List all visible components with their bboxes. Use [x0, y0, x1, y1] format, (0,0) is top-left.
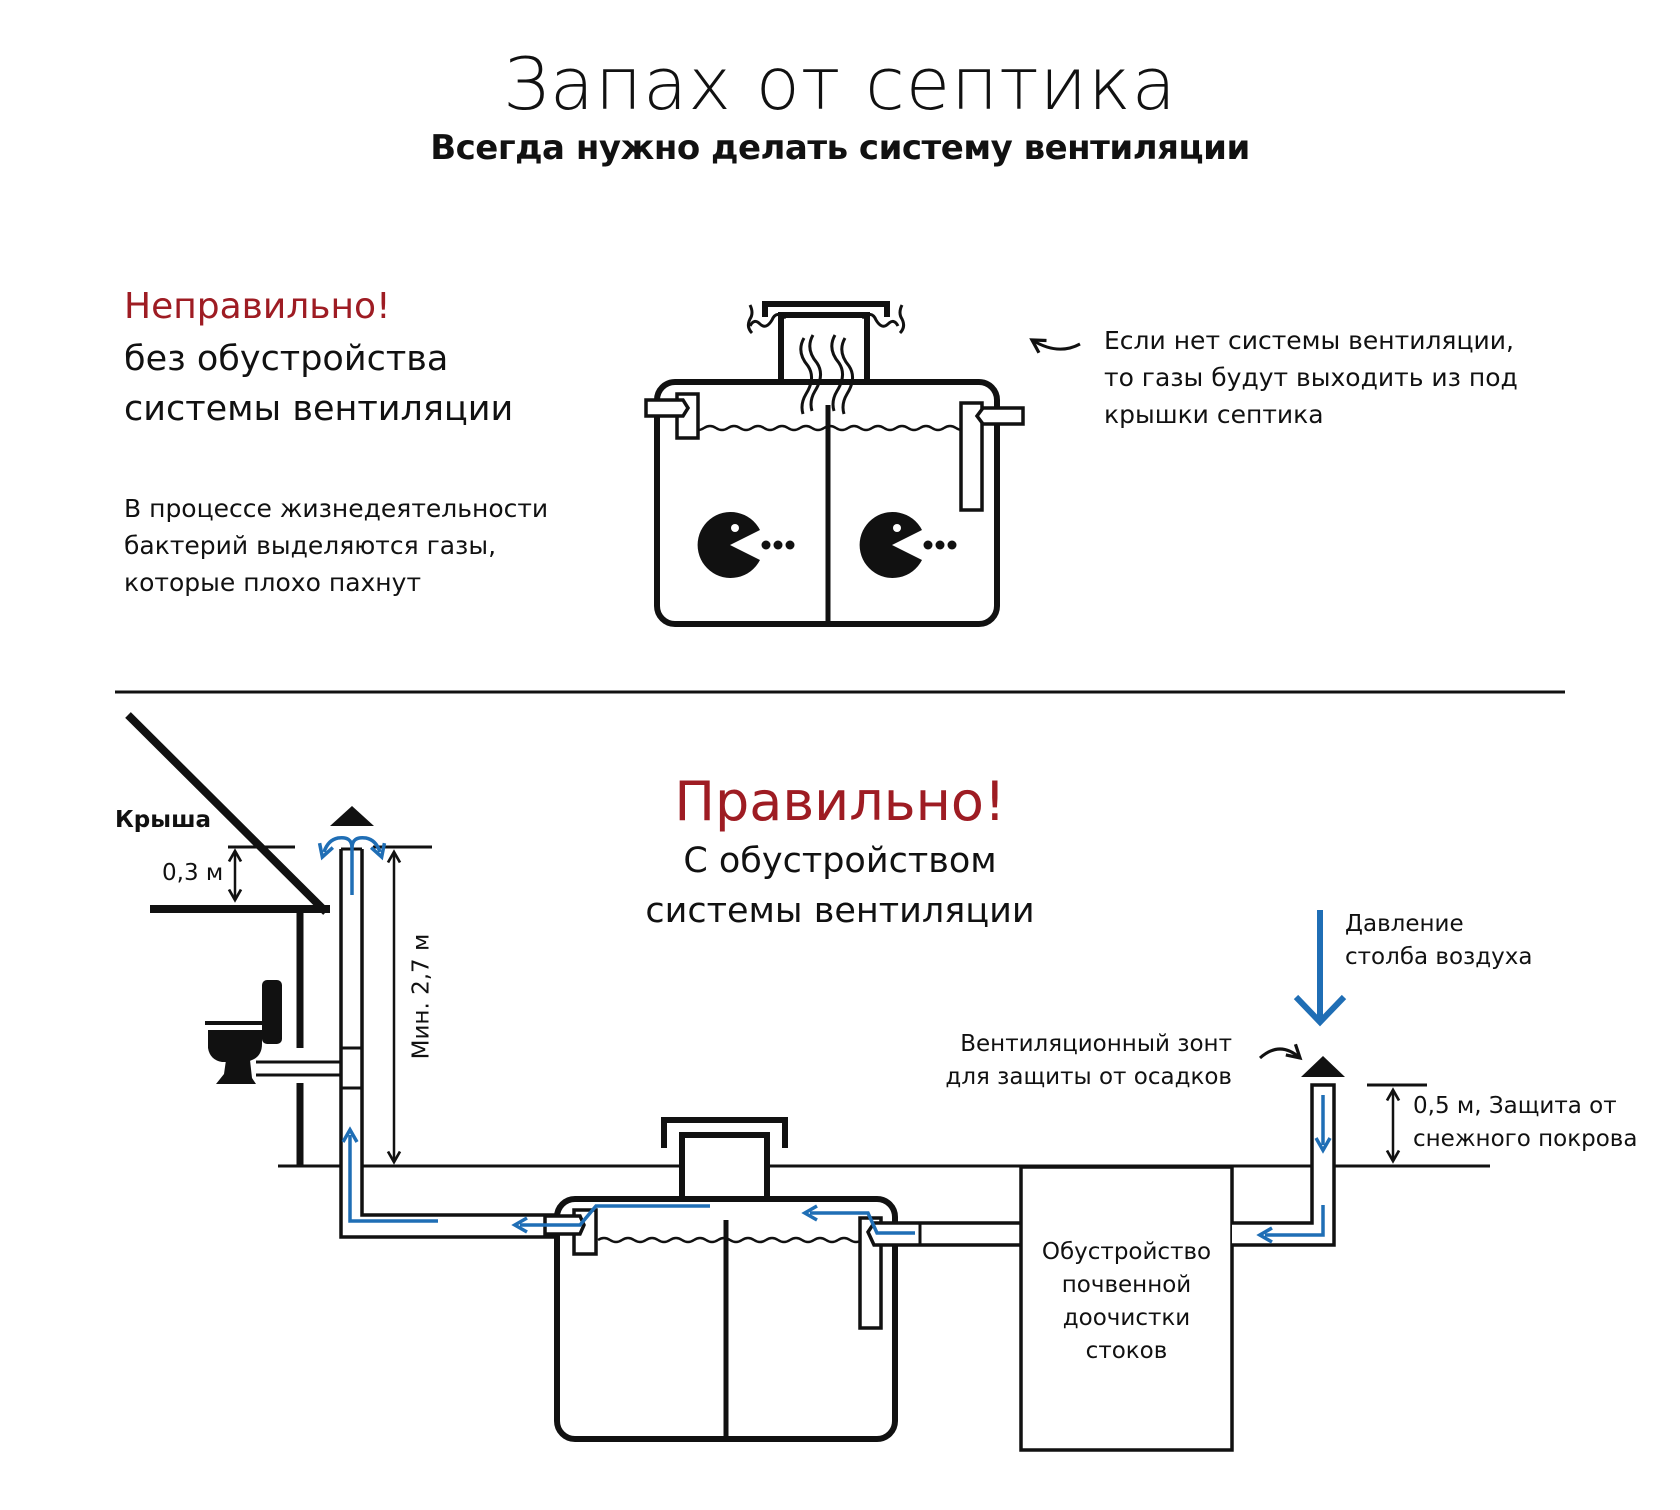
- airflow-arrows: [317, 835, 1332, 1244]
- wrong-subheading-line: системы вентиляции: [124, 389, 514, 429]
- snow-protection-label: 0,5 м, Защита от снежного покрова: [1413, 1090, 1637, 1156]
- treatment-box-line: стоков: [1085, 1338, 1168, 1364]
- wrong-description: В процессе жизнедеятельности бактерий вы…: [124, 490, 548, 601]
- right-subheading: С обустройством системы вентиляции: [0, 836, 1680, 936]
- gas-note: Если нет системы вентиляции, то газы буд…: [1104, 322, 1518, 433]
- inlet-vent-pipe: [1232, 1043, 1427, 1247]
- treatment-box-label: Обустройство почвенной доочистки стоков: [1021, 1236, 1232, 1368]
- gas-note-line: то газы будут выходить из под: [1104, 363, 1518, 392]
- wrong-subheading: без обустройства системы вентиляции: [124, 334, 513, 434]
- bacteria-icon: [859, 512, 957, 578]
- roof-label: Крыша: [115, 807, 212, 833]
- vent-cap-label: Вентиляционный зонт для защиты от осадко…: [940, 1028, 1232, 1094]
- septic-tank-with-vent: [543, 1117, 1021, 1442]
- odor-waves-icon: [746, 304, 906, 415]
- tank-neck: [679, 1132, 770, 1202]
- vent-cap-icon: [330, 806, 374, 826]
- exhaust-arrow: [317, 835, 354, 895]
- right-heading: Правильно!: [674, 770, 1006, 833]
- toilet-icon: [205, 980, 282, 1084]
- house: [125, 712, 341, 1166]
- page-title: Запах от септика: [503, 42, 1177, 126]
- snow-protection-line: 0,5 м, Защита от: [1413, 1093, 1617, 1119]
- page-subtitle: Всегда нужно делать систему вентиляции: [430, 128, 1250, 168]
- inlet-pipe: [644, 398, 691, 418]
- right-subheading-line: системы вентиляции: [645, 891, 1035, 931]
- treatment-box-line: доочистки: [1062, 1305, 1191, 1331]
- air-pressure-label: Давление столба воздуха: [1345, 908, 1532, 974]
- air-pressure-line: столба воздуха: [1345, 944, 1533, 970]
- roof-offset-label: 0,3 м: [162, 860, 224, 886]
- wrong-description-line: которые плохо пахнут: [124, 568, 422, 597]
- roof-offset-dimension: [227, 845, 295, 903]
- outlet-pipe: [974, 406, 1025, 426]
- inlet-pipe: [866, 1221, 1021, 1247]
- vent-cap-line: для защиты от осадков: [945, 1064, 1232, 1090]
- tank-lid: [661, 1117, 788, 1148]
- treatment-box-line: почвенной: [1061, 1272, 1192, 1298]
- water-level: [597, 1236, 863, 1244]
- treatment-box-line: Обустройство: [1041, 1239, 1212, 1265]
- vent-cap-icon: [1301, 1056, 1345, 1077]
- wrong-description-line: бактерий выделяются газы,: [124, 531, 497, 560]
- gas-note-line: Если нет системы вентиляции,: [1104, 326, 1514, 355]
- wrong-heading: Неправильно!: [124, 286, 391, 327]
- right-subheading-line: С обустройством: [683, 841, 997, 881]
- roof-line: [125, 712, 329, 915]
- water-level: [679, 424, 981, 432]
- vent-cap-line: Вентиляционный зонт: [960, 1031, 1232, 1057]
- drain-pipe: [256, 1060, 341, 1077]
- air-pressure-line: Давление: [1345, 911, 1464, 937]
- soil-treatment-box: [1019, 1165, 1234, 1452]
- wrong-description-line: В процессе жизнедеятельности: [124, 494, 549, 523]
- vent-riser-pipe: [330, 806, 560, 1239]
- wrong-subheading-line: без обустройства: [124, 339, 449, 379]
- septic-tank-no-vent: [644, 301, 1081, 627]
- outlet-tee: [959, 401, 984, 512]
- tank-lid: [762, 301, 890, 317]
- curved-arrow-icon: [1029, 338, 1081, 354]
- curved-arrow-icon: [1258, 1043, 1303, 1061]
- tank-neck: [778, 312, 870, 385]
- bacteria-icon: [697, 512, 795, 579]
- air-pressure-arrow-icon: [1293, 910, 1347, 1027]
- snow-protection-line: снежного покрова: [1413, 1126, 1638, 1152]
- gas-note-line: крышки септика: [1104, 400, 1324, 429]
